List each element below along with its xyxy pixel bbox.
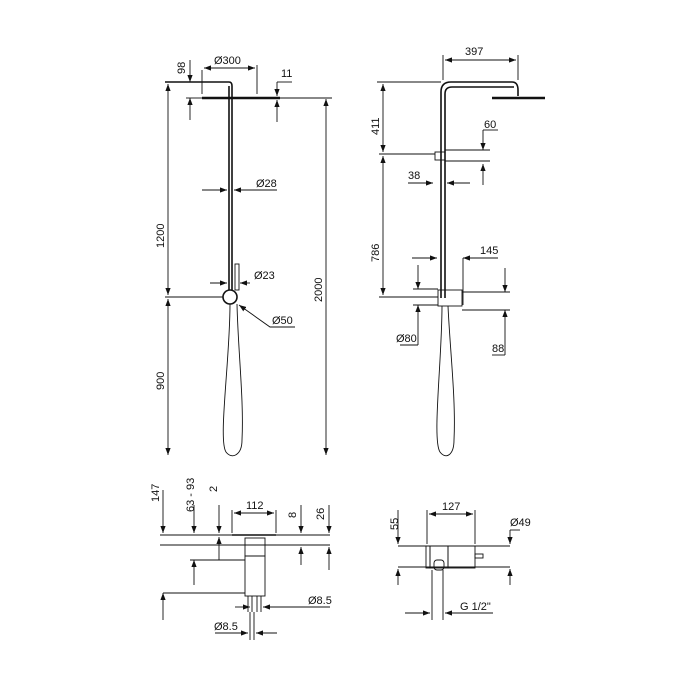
dim-valve-diameter: Ø50 xyxy=(272,315,293,327)
dim-head-height: 98 xyxy=(176,62,188,74)
dim-total-height: 2000 xyxy=(313,278,325,302)
dim-range: 63 - 93 xyxy=(185,478,197,512)
hand-shower xyxy=(234,263,240,291)
valve-body xyxy=(244,555,266,597)
valve-spindle xyxy=(474,553,484,559)
dim-gap: 2 xyxy=(208,486,220,492)
dim-diameter: Ø49 xyxy=(510,517,531,529)
dim-pipe-right: Ø8.5 xyxy=(308,595,332,607)
front-view: 98 Ø300 11 Ø28 1200 Ø23 Ø50 900 2000 xyxy=(155,55,332,457)
dim-height: 55 xyxy=(389,518,401,530)
valve xyxy=(222,289,238,305)
dim-width: 112 xyxy=(246,500,264,512)
dim-pipe-left: Ø8.5 xyxy=(214,621,238,633)
dim-bracket-offset: 38 xyxy=(408,170,420,182)
side-view: 397 411 60 38 786 145 Ø80 88 xyxy=(370,46,545,457)
dim-depth: 147 xyxy=(150,484,162,502)
shower-pipe xyxy=(165,81,233,290)
dim-pipe-diameter: Ø28 xyxy=(256,178,277,190)
dim-arm-length: 397 xyxy=(465,46,483,58)
dim-hand-shower-diameter: Ø23 xyxy=(254,270,275,282)
dim-mid-height: 786 xyxy=(370,244,382,262)
hose xyxy=(436,305,455,457)
dim-plate: 8 xyxy=(287,512,299,518)
dim-valve-height: 88 xyxy=(492,343,504,355)
dim-valve-depth: 145 xyxy=(480,245,498,257)
dim-thread: G 1/2" xyxy=(460,601,491,613)
connector xyxy=(433,559,445,571)
wall-bracket xyxy=(434,151,446,161)
dim-arm-height: 411 xyxy=(370,117,382,135)
valve-cylinder xyxy=(447,545,476,569)
dim-upper-height: 1200 xyxy=(155,224,167,248)
dim-lower-height: 900 xyxy=(155,372,167,390)
dim-head-diameter: Ø300 xyxy=(214,55,241,67)
detail-right: 55 127 Ø49 G 1/2" xyxy=(389,501,531,620)
detail-left: 147 63 - 93 2 112 8 26 Ø8.5 Ø8.5 xyxy=(150,478,332,640)
shower-arm xyxy=(440,81,519,298)
hose xyxy=(222,303,243,457)
dim-valve-diameter: Ø80 xyxy=(396,333,417,345)
valve-body xyxy=(437,289,463,307)
dim-flange: 26 xyxy=(315,508,327,520)
dim-head-thickness: 11 xyxy=(281,68,292,80)
wall-plate xyxy=(425,545,431,569)
dim-bracket-height: 60 xyxy=(484,119,496,131)
dim-length: 127 xyxy=(442,501,460,513)
